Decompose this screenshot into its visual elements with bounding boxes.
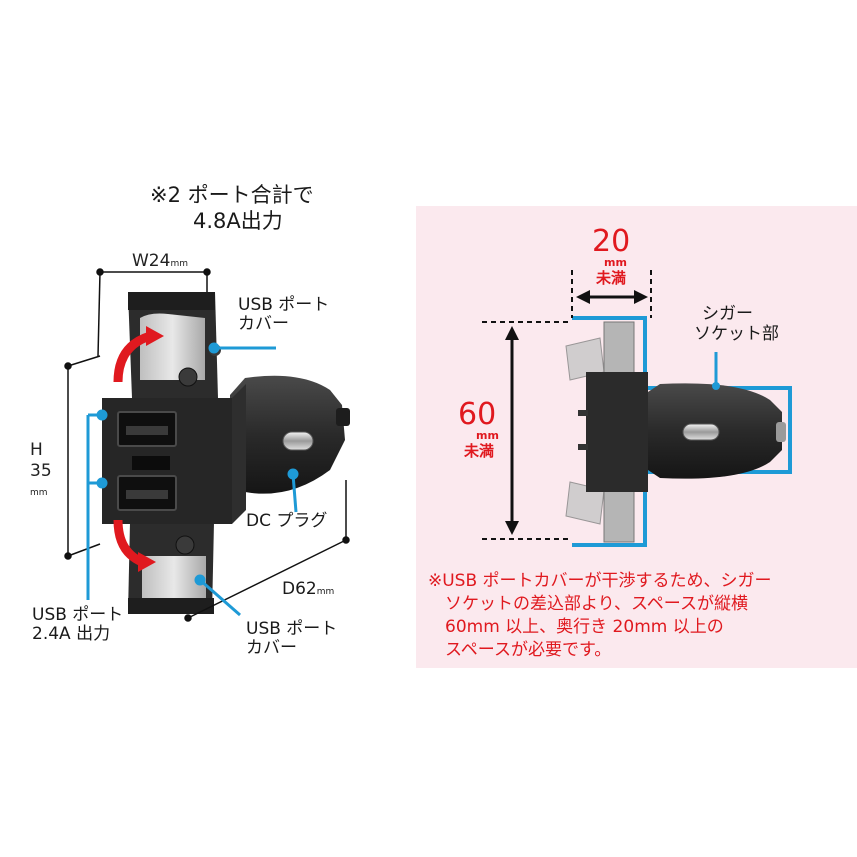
left-device	[102, 292, 350, 614]
height-dimension	[482, 321, 572, 540]
warning-line-1: ※USB ポートカバーが干渉するため、シガー	[428, 571, 772, 591]
warning-line-2: ソケットの差込部より、スペースが縦横	[428, 594, 748, 614]
width-limit-unit: mm	[604, 256, 627, 269]
warning-line-3: 60mm 以上、奥行き 20mm 以上の	[428, 617, 724, 637]
socket-label: シガー ソケット部	[694, 304, 779, 344]
socket-line1: シガー	[702, 304, 753, 324]
usb-cover-bottom-line1: USB ポート	[246, 619, 338, 639]
space-warning: ※USB ポートカバーが干渉するため、シガー ソケットの差込部より、スペースが縦…	[428, 570, 772, 662]
height-limit-qualifier: 未満	[464, 442, 495, 460]
height-number: 35	[30, 461, 52, 481]
depth-unit: mm	[316, 587, 335, 597]
depth-value: D62	[282, 579, 317, 599]
socket-line2: ソケット部	[694, 324, 779, 344]
usb-port-label: USB ポート 2.4A 出力	[32, 606, 123, 643]
right-device	[565, 321, 786, 543]
width-limit-value: 20	[592, 224, 631, 259]
width-limit-qualifier: 未満	[596, 269, 627, 287]
usb-cover-top-line1: USB ポート	[238, 295, 330, 315]
height-unit: mm	[30, 487, 48, 498]
socket-callout	[712, 352, 720, 390]
height-limit-unit: mm	[476, 429, 499, 442]
usb-cover-bottom-line2: カバー	[246, 637, 297, 658]
usb-cover-bottom-label: USB ポート カバー	[246, 620, 337, 657]
depth-label: D62mm	[282, 580, 334, 599]
height-value: 35 mm	[30, 462, 52, 499]
dc-plug-label: DC プラグ	[246, 511, 328, 531]
usb-cover-top-line2: カバー	[238, 313, 289, 334]
usb-port-line1: USB ポート	[32, 605, 124, 625]
width-label: W24mm	[132, 252, 188, 271]
width-dimension-red	[571, 270, 652, 318]
left-callout-lines	[86, 342, 299, 617]
usb-cover-top-label: USB ポート カバー	[238, 296, 329, 333]
usb-port-line2: 2.4A 出力	[32, 623, 111, 644]
warning-line-4: スペースが必要です。	[428, 640, 612, 660]
output-note-line1: ※2 ポート合計で	[150, 183, 314, 207]
left-dimension-lines	[64, 268, 350, 622]
output-note-line2: 4.8A出力	[193, 209, 283, 233]
width-unit: mm	[170, 259, 188, 269]
socket-outline	[572, 316, 792, 547]
height-limit-value: 60	[458, 397, 497, 432]
width-value: W24	[132, 251, 171, 271]
height-label: H	[30, 440, 43, 460]
